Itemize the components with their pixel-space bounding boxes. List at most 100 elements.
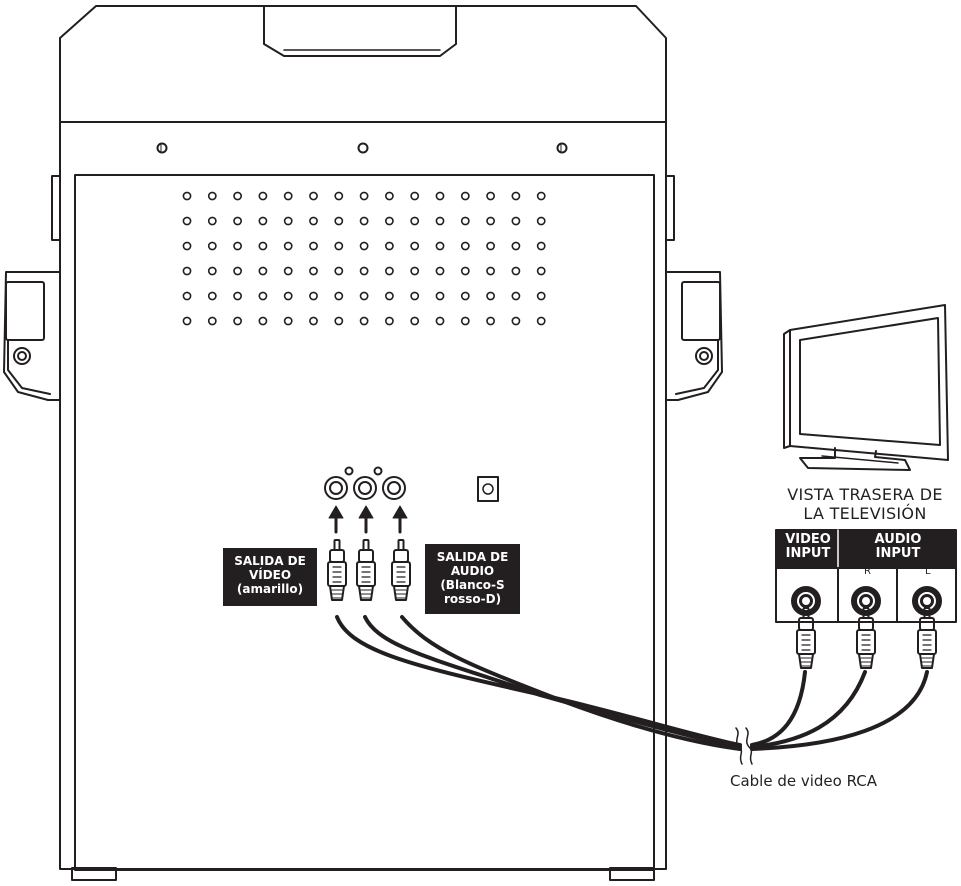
grille-hole [258, 216, 268, 226]
grille-hole [334, 241, 344, 251]
grille-hole [182, 216, 192, 226]
cable-caption: Cable de video RCA [730, 772, 878, 790]
grille-hole [283, 191, 293, 201]
audio-input-header: AUDIO INPUT [874, 532, 922, 561]
tv-audio-left-rca-plug [917, 607, 937, 669]
grille-hole [460, 291, 470, 301]
grille-hole [536, 291, 546, 301]
audio-left-output-jack [353, 476, 377, 500]
grille-hole [182, 191, 192, 201]
grille-hole [410, 241, 420, 251]
grille-hole [309, 316, 318, 326]
grille-hole [334, 266, 344, 276]
tv-stand [799, 447, 911, 471]
left-channel-label: L [925, 566, 931, 577]
grille-hole [359, 241, 369, 251]
grille-hole [435, 241, 445, 251]
audio-left-rca-plug [356, 539, 376, 601]
grille-hole [410, 291, 420, 301]
grille-hole [207, 316, 217, 326]
grille-hole [486, 291, 495, 301]
grille-hole [384, 191, 394, 201]
speaker-grille [182, 191, 546, 326]
grille-hole [511, 316, 521, 326]
rca-cable [335, 615, 929, 765]
grille-hole [536, 241, 546, 251]
grille-hole [460, 316, 470, 326]
grille-hole [435, 266, 445, 276]
grille-hole [207, 266, 217, 276]
grille-hole [435, 191, 445, 201]
screw-left [156, 142, 168, 154]
grille-hole [309, 191, 318, 201]
unit-lid [59, 5, 667, 123]
grille-hole [359, 316, 369, 326]
unit-cabinet [59, 121, 667, 870]
tv-video-rca-plug [796, 607, 816, 669]
grille-hole [384, 291, 394, 301]
grille-hole [359, 216, 369, 226]
grille-hole [207, 291, 217, 301]
grille-hole [258, 266, 268, 276]
grille-hole [233, 266, 242, 276]
grille-hole [511, 241, 521, 251]
left-handle [3, 175, 61, 401]
unit-output-jacks [324, 466, 406, 500]
screw-center [357, 142, 369, 154]
grille-hole [283, 291, 293, 301]
video-input-header: VIDEO INPUT [785, 532, 831, 561]
grille-hole [359, 266, 369, 276]
grille-hole [486, 191, 495, 201]
grille-hole [182, 241, 192, 251]
grille-hole [536, 191, 546, 201]
grille-hole [258, 241, 268, 251]
television [783, 304, 949, 471]
grille-hole [359, 191, 369, 201]
grille-hole [207, 191, 217, 201]
grille-hole [435, 291, 445, 301]
grille-hole [410, 216, 420, 226]
grille-hole [410, 316, 420, 326]
grille-hole [435, 216, 445, 226]
grille-hole [511, 291, 521, 301]
video-output-jack [324, 476, 348, 500]
grille-hole [334, 191, 344, 201]
right-handle [665, 175, 723, 401]
grille-hole [283, 241, 293, 251]
grille-hole [460, 191, 470, 201]
audio-right-output-jack [382, 476, 406, 500]
grille-hole [283, 266, 293, 276]
grille-hole [258, 191, 268, 201]
rear-panel [74, 174, 655, 871]
insert-arrows [328, 505, 408, 534]
power-jack [477, 476, 499, 502]
tv-frame [789, 304, 949, 461]
grille-hole [486, 241, 495, 251]
video-output-label: SALIDA DE VÍDEO (amarillo) [223, 548, 317, 606]
tv-rca-plugs [796, 607, 937, 669]
audio-right-rca-plug [391, 539, 411, 601]
grille-hole [435, 316, 445, 326]
grille-hole [207, 216, 217, 226]
grille-hole [283, 216, 293, 226]
grille-hole [283, 316, 293, 326]
grille-hole [309, 216, 318, 226]
screw-right [556, 142, 568, 154]
audio-output-label: SALIDA DE AUDIO (Blanco-S rosso-D) [425, 544, 520, 614]
tv-rear-view-caption: VISTA TRASERA DE LA TELEVISIÓN [787, 485, 943, 523]
grille-hole [334, 291, 344, 301]
unit-rca-plugs [327, 539, 411, 601]
grille-hole [182, 291, 192, 301]
grille-hole [460, 216, 470, 226]
tv-input-panel [775, 529, 957, 623]
grille-hole [410, 191, 420, 201]
grille-hole [258, 291, 268, 301]
grille-hole [536, 266, 546, 276]
grille-hole [309, 241, 318, 251]
grille-hole [384, 216, 394, 226]
grille-hole [233, 191, 242, 201]
grille-hole [536, 216, 546, 226]
grille-hole [486, 316, 495, 326]
grille-hole [486, 216, 495, 226]
